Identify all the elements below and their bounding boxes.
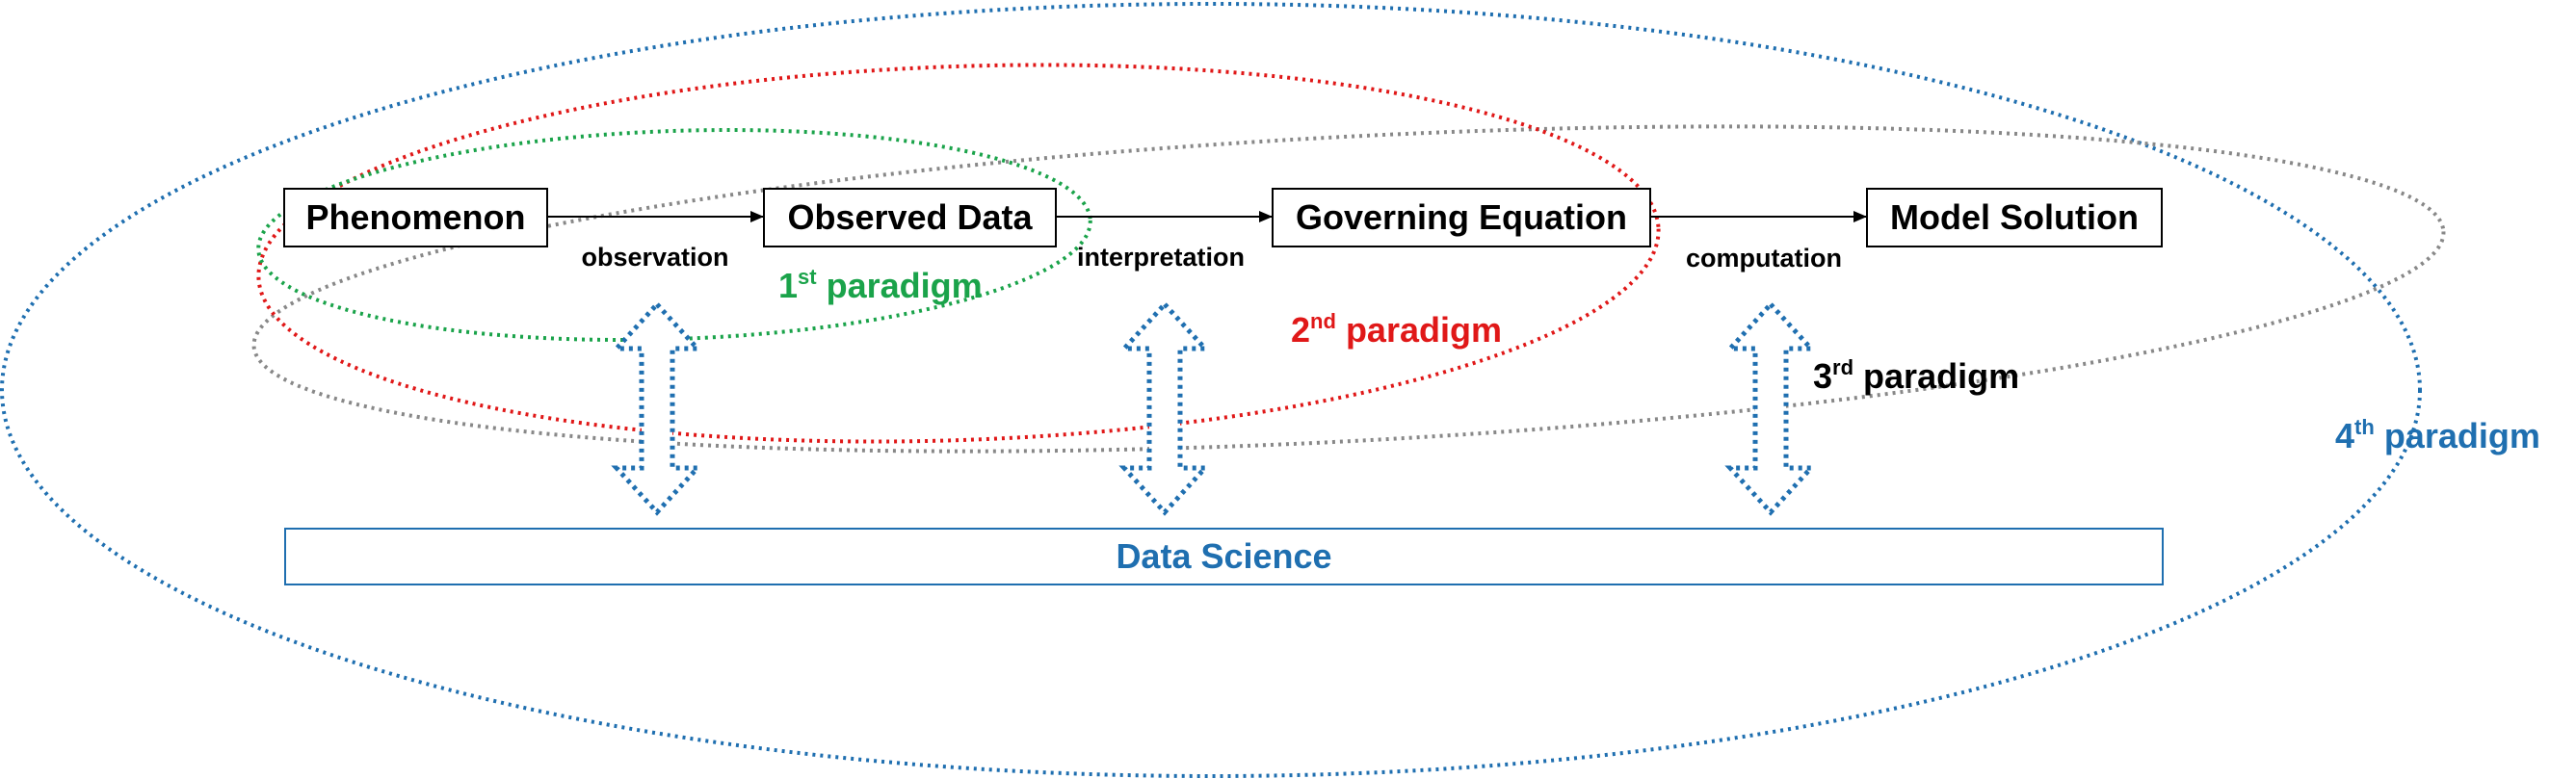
- phenomenon-label: Phenomenon: [305, 197, 526, 237]
- third-paradigm-suffix: rd: [1832, 355, 1854, 379]
- second-paradigm-ordinal: 2: [1291, 310, 1311, 350]
- double-arrow-vertical-icon: [1724, 300, 1817, 516]
- fourth-paradigm-suffix: th: [2354, 415, 2375, 439]
- third-paradigm-label: 3rd paradigm: [1813, 356, 2019, 397]
- second-paradigm-suffix: nd: [1310, 309, 1336, 333]
- model-solution-label: Model Solution: [1890, 197, 2139, 237]
- data-science-label: Data Science: [1116, 536, 1332, 576]
- fourth-paradigm-text: paradigm: [2383, 416, 2540, 455]
- data-science-box: Data Science: [284, 528, 2164, 585]
- model-solution-node: Model Solution: [1866, 188, 2163, 247]
- fourth-paradigm-label: 4th paradigm: [2335, 416, 2540, 456]
- observation-label: observation: [581, 243, 729, 272]
- second-paradigm-ellipse: [256, 63, 1661, 444]
- governing-equation-label: Governing Equation: [1295, 197, 1627, 237]
- third-paradigm-text: paradigm: [1863, 356, 2020, 396]
- fourth-paradigm-ellipse: [0, 2, 2422, 778]
- first-paradigm-label: 1st paradigm: [778, 266, 983, 306]
- computation-label: computation: [1686, 244, 1842, 273]
- fourth-paradigm-ordinal: 4: [2335, 416, 2355, 455]
- double-arrow-vertical-icon: [1118, 300, 1211, 516]
- first-paradigm-suffix: st: [798, 265, 817, 289]
- third-paradigm-ellipse: [251, 124, 2446, 454]
- observed-data-node: Observed Data: [763, 188, 1057, 247]
- governing-equation-node: Governing Equation: [1272, 188, 1651, 247]
- interpretation-label: interpretation: [1076, 243, 1246, 272]
- second-paradigm-text: paradigm: [1345, 310, 1502, 350]
- third-paradigm-ordinal: 3: [1813, 356, 1833, 396]
- double-arrow-vertical-icon: [611, 300, 703, 516]
- first-paradigm-text: paradigm: [826, 266, 983, 305]
- first-paradigm-ellipse: [256, 128, 1092, 342]
- phenomenon-node: Phenomenon: [283, 188, 548, 247]
- first-paradigm-ordinal: 1: [778, 266, 799, 305]
- second-paradigm-label: 2nd paradigm: [1291, 310, 1502, 351]
- observed-data-label: Observed Data: [787, 197, 1033, 237]
